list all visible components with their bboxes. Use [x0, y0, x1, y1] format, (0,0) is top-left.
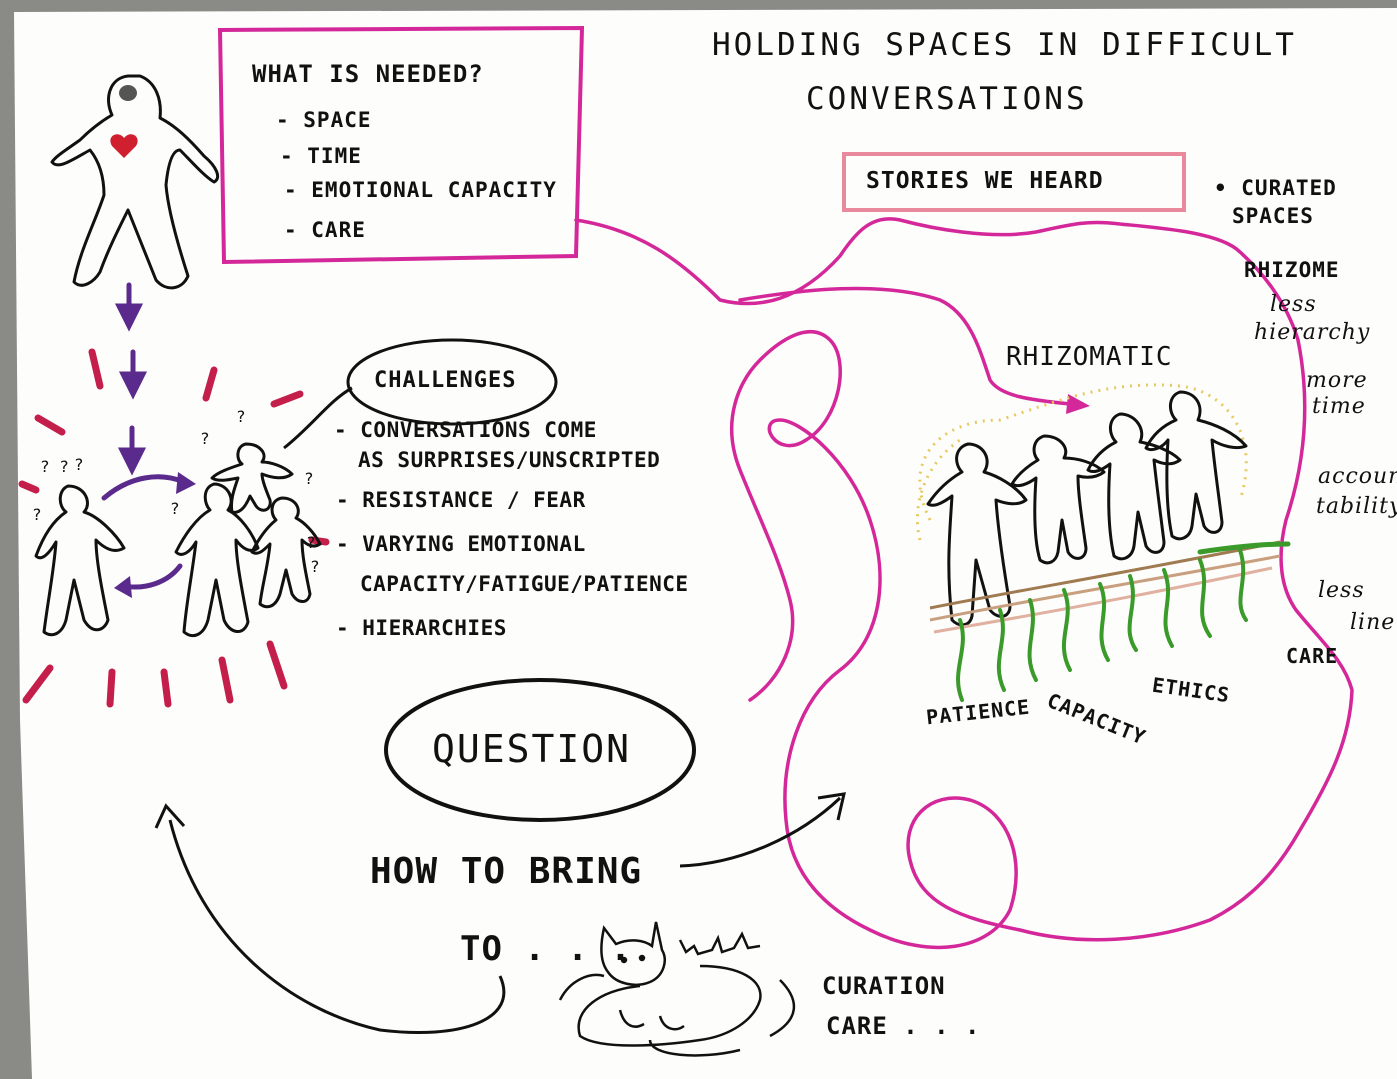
group-of-people-icon [34, 442, 322, 637]
side-note: less [1270, 292, 1317, 317]
care-label: CARE . . . [826, 1012, 981, 1040]
challenges-heading: CHALLENGES [374, 368, 517, 393]
cats-icon [558, 921, 796, 1057]
curved-arrow [168, 819, 506, 1034]
side-note: • CURATED [1214, 176, 1337, 200]
question-label: QUESTION [432, 727, 632, 771]
svg-text:?: ? [236, 407, 246, 426]
standing-person-icon [50, 74, 220, 290]
svg-text:?: ? [170, 499, 180, 518]
svg-text:?: ? [74, 455, 84, 474]
title-line1: HOLDING SPACES IN DIFFICULT [712, 27, 1297, 63]
side-note: line [1350, 610, 1396, 635]
stories-label: STORIES WE HEARD [866, 168, 1104, 194]
side-note: SPACES [1232, 204, 1314, 228]
needed-item: - TIME [280, 144, 362, 168]
head-spot-icon [119, 85, 137, 101]
challenges-connector [283, 386, 353, 450]
arrow-head [1066, 394, 1090, 414]
needed-box [217, 25, 585, 265]
to-label: TO . . . [460, 929, 632, 969]
challenge-item: - VARYING EMOTIONAL [336, 532, 586, 556]
svg-text:?: ? [200, 429, 210, 448]
svg-text:?: ? [304, 469, 314, 488]
paper-sheet [14, 8, 1397, 1079]
side-note: RHIZOME [1244, 258, 1340, 282]
title-line2: CONVERSATIONS [806, 81, 1088, 117]
question-marks: ? ?? ?? ?? ?? ? [32, 407, 320, 576]
how-to-bring: HOW TO BRING [370, 851, 643, 892]
rhizomatic-people-icon [926, 390, 1248, 627]
rhizome-path [574, 217, 1354, 950]
side-note: accoun [1318, 464, 1397, 489]
side-note: hierarchy [1254, 320, 1371, 345]
heart-icon [110, 134, 138, 158]
svg-text:?: ? [306, 533, 316, 552]
svg-text:?: ? [32, 505, 42, 524]
needed-item: - CARE [284, 218, 366, 242]
challenge-item: CAPACITY/FATIGUE/PATIENCE [360, 572, 689, 596]
challenge-item: - HIERARCHIES [336, 616, 507, 640]
needed-item: - SPACE [276, 108, 372, 132]
challenge-item: - RESISTANCE / FEAR [336, 488, 586, 512]
side-note: time [1312, 394, 1366, 419]
svg-text:? ?: ? ? [40, 457, 69, 476]
how-arrow [679, 796, 842, 868]
needed-item: - EMOTIONAL CAPACITY [284, 178, 557, 202]
svg-text:?: ? [310, 557, 320, 576]
arrow-head [114, 576, 132, 598]
rhizomatic-label: RHIZOMATIC [1006, 342, 1173, 372]
arrow-head [154, 803, 186, 829]
green-roots [956, 541, 1291, 702]
challenge-item: AS SURPRISES/UNSCRIPTED [358, 448, 661, 472]
curation-label: CURATION [822, 972, 946, 1000]
ground-lines [929, 540, 1281, 634]
rhizome-path [738, 286, 1072, 406]
care-root-label: CARE [1286, 644, 1339, 668]
needed-heading: WHAT IS NEEDED? [252, 60, 484, 88]
question-ellipse [384, 678, 696, 822]
side-note: more [1306, 368, 1368, 393]
stories-box [842, 152, 1186, 212]
arrow-head [176, 472, 196, 494]
side-note: less [1318, 578, 1365, 603]
arrow-head [817, 792, 846, 821]
side-note: tability [1316, 494, 1397, 519]
down-arrows [114, 282, 148, 476]
radiating-rays [18, 348, 330, 708]
challenges-ellipse [346, 338, 558, 426]
challenge-item: - CONVERSATIONS COME [334, 418, 597, 442]
